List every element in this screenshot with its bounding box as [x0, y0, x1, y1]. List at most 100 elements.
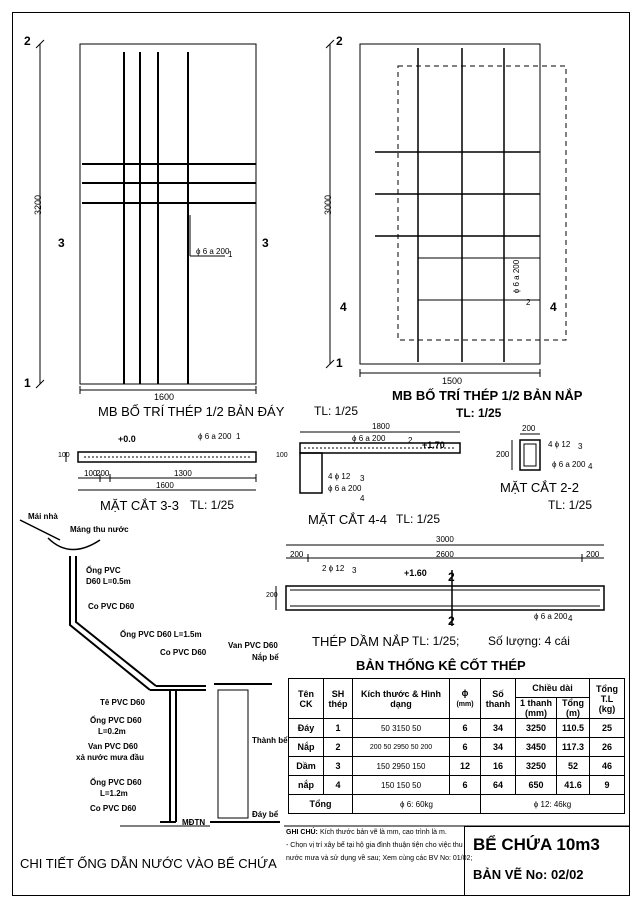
pipe-label-12: Van PVC D60	[88, 742, 138, 751]
bom-cell: 41.6	[556, 775, 590, 795]
bom-cell: 3450	[515, 737, 557, 757]
bom-title: BẢN THỐNG KÊ CỐT THÉP	[356, 658, 526, 673]
bom-h-cd: Chiều dài	[515, 678, 590, 698]
axis-label-2-top: 2	[336, 34, 343, 48]
pipe-label-15: L=1.2m	[100, 789, 128, 798]
section-44-mark-top: 2	[408, 436, 413, 445]
title-block-sheet: BẢN VẼ No: 02/02	[473, 867, 584, 882]
bom-h-phi-sym: ϕ	[461, 687, 469, 698]
bom-cell: 52	[556, 756, 590, 776]
bom-h-phi-unit: (mm)	[456, 700, 474, 708]
table-row: Đáy 1 50 3150 50 6 34 3250 110.5 25	[288, 718, 625, 738]
section-33-mid: 200	[96, 469, 110, 478]
bom-cell: 1	[323, 718, 353, 738]
section-33-total: 1600	[156, 481, 174, 490]
beam-dim-left: 200	[290, 550, 304, 559]
bom-table: Tên CK SH thép Kích thước & Hình dạng ϕ (…	[288, 678, 625, 814]
notes-line-3: nước mưa và sử dụng về sau; Xem cùng các…	[286, 855, 473, 862]
bom-cell: 34	[480, 718, 516, 738]
bom-cell: 110.5	[556, 718, 590, 738]
section-22-scale: TL: 1/25	[548, 498, 593, 512]
shape-dim: 2950	[392, 761, 410, 771]
section-33-title: MẶT CẮT 3-3	[100, 498, 179, 513]
shape-dim: 50	[412, 723, 422, 733]
bom-shape-3: 150 2950 150	[352, 756, 450, 776]
bom-shape-1: 50 3150 50	[352, 718, 450, 738]
shape-dim: 3150	[392, 723, 410, 733]
section-22	[511, 433, 541, 471]
bom-h-kt: Kích thước & Hình dạng	[352, 678, 450, 719]
section-44-mark-a: 3	[360, 474, 365, 483]
table-row: Dầm 3 150 2950 150 12 16 3250 52 46	[288, 756, 625, 776]
beam-dim-right: 200	[586, 550, 600, 559]
shape-dim: 50	[410, 743, 419, 751]
pipe-label-19: MĐTN	[182, 818, 206, 827]
bom-cell: 3250	[515, 756, 557, 776]
shape-dim: 50	[383, 743, 392, 751]
beam-scale: TL: 1/25;	[412, 634, 460, 648]
bom-cell: 16	[480, 756, 516, 776]
pipe-detail	[19, 519, 280, 827]
bom-cell: 12	[449, 756, 481, 776]
beam-sec-bottom: 2	[448, 614, 455, 628]
section-33-mark: 1	[236, 432, 241, 441]
section-33	[65, 451, 257, 491]
bom-h-ten: Tên CK	[288, 678, 324, 719]
section-22-mark-b: 4	[588, 462, 593, 471]
pipe-label-9: Tê PVC D60	[100, 698, 145, 707]
bom-total-label: Tổng	[288, 794, 353, 814]
plan-bottom-dim-width: 1600	[154, 392, 175, 402]
bom-h-so: Số thanh	[480, 678, 516, 719]
bom-h-tl: Tổng T.L (kg)	[589, 678, 625, 719]
bom-cell: 3	[323, 756, 353, 776]
pipe-label-14: Ống PVC D60	[90, 778, 142, 787]
beam-sec-top: 2	[448, 570, 455, 584]
bom-cell: 26	[589, 737, 625, 757]
bom-cell: Đáy	[288, 718, 324, 738]
section-22-title: MẶT CẮT 2-2	[500, 480, 579, 495]
axis-label-3-right: 3	[262, 236, 269, 250]
shape-dim: 200	[420, 743, 433, 751]
section-22-w: 200	[522, 424, 536, 433]
bom-cell: 6	[449, 718, 481, 738]
shape-dim: 50	[412, 780, 422, 790]
plan-bottom-scale: TL: 1/25	[314, 404, 359, 418]
axis-label-1-top: 1	[336, 356, 343, 370]
bom-cell: 6	[449, 737, 481, 757]
section-44-mark-b: 4	[360, 494, 365, 503]
beam-dim-mid: 2600	[436, 550, 454, 559]
section-44-dim-top: 1800	[372, 422, 390, 431]
shape-dim: 50	[380, 723, 390, 733]
beam-mark-b: 4	[568, 614, 573, 623]
section-33-span: 1300	[174, 469, 192, 478]
shape-dim: 150	[380, 780, 395, 790]
plan-top-title: MB BỐ TRÍ THÉP 1/2 BẢN NẮP	[392, 388, 583, 403]
section-44-scale: TL: 1/25	[396, 512, 441, 526]
section-44	[299, 431, 461, 494]
section-33-rebar: ϕ 6 a 200	[198, 432, 232, 441]
pipe-title: CHI TIẾT ỐNG DẪN NƯỚC VÀO BỂ CHỨA	[20, 856, 277, 871]
section-22-rebar-a: 4 ϕ 12	[548, 440, 571, 449]
axis-label-4-left: 4	[340, 300, 347, 314]
title-block: BỂ CHỨA 10m3 BẢN VẼ No: 02/02	[464, 826, 630, 896]
beam-title: THÉP DẦM NẮP	[312, 634, 410, 649]
bom-cell: Dầm	[288, 756, 324, 776]
plan-top	[325, 39, 567, 377]
table-row: nắp 4 150 150 50 6 64 650 41.6 9	[288, 775, 625, 795]
section-44-level: +1.70	[422, 440, 445, 450]
bom-cell: 4	[323, 775, 353, 795]
plan-top-scale: TL: 1/25	[456, 406, 502, 420]
bom-cell: 650	[515, 775, 557, 795]
pipe-label-11: L=0.2m	[98, 727, 126, 736]
section-33-left: 100	[84, 469, 98, 478]
bom-shape-4: 150 150 50	[352, 775, 450, 795]
pipe-label-5: Ống PVC D60 L=1.5m	[120, 630, 202, 639]
beam-dim-total: 3000	[436, 535, 454, 544]
pipe-label-2: Ống PVC	[86, 566, 121, 575]
beam-level: +1.60	[404, 568, 427, 578]
bom-h-sh: SH thép	[323, 678, 353, 719]
plan-bottom-mark: 1	[228, 250, 233, 259]
bom-cell: nắp	[288, 775, 324, 795]
bom-cell: 6	[449, 775, 481, 795]
bom-cell: Nắp	[288, 737, 324, 757]
